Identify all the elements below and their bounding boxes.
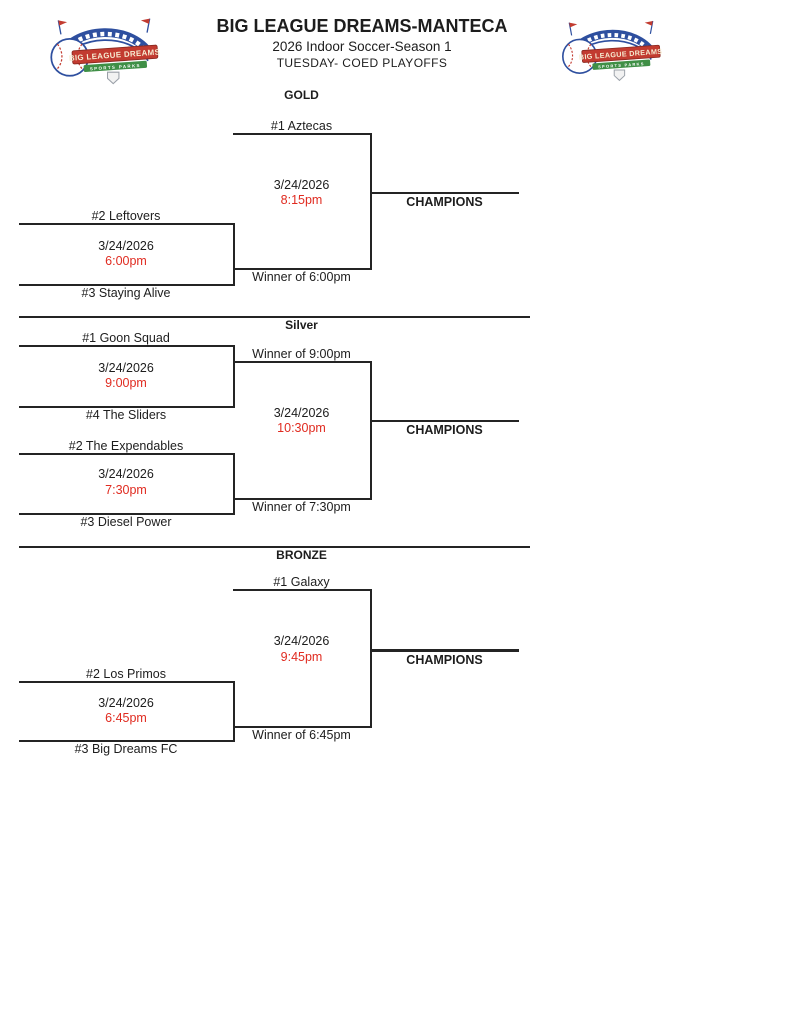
gold-champions-label: CHAMPIONS [406, 195, 483, 209]
gold-playin-top-team: #2 Leftovers [91, 209, 161, 223]
silver-semi-bottom-bottomline [19, 513, 235, 515]
silver-semi-bottom-vertical-line [233, 453, 235, 515]
gold-final-vertical-line [370, 133, 372, 270]
gold-playin-top-line [19, 223, 235, 225]
gold-winner-label: Winner of 6:00pm [252, 270, 351, 284]
gold-playin-bottom-line [19, 284, 235, 286]
division-label-gold: GOLD [284, 88, 319, 102]
silver-final-vertical-line [370, 361, 372, 500]
gold-playin-time: 6:00pm [105, 254, 147, 268]
silver-winner-top-line [233, 361, 372, 363]
bronze-champions-line [370, 649, 519, 652]
page-subtitle: 2026 Indoor Soccer-Season 1 [272, 39, 452, 54]
silver-semi-bottom-team1: #2 The Expendables [68, 439, 184, 453]
silver-semi-bottom-team2: #3 Diesel Power [80, 515, 172, 529]
division-label-silver: Silver [285, 318, 318, 332]
stadium-baseball-logo-icon: BIG LEAGUE DREAMS SPORTS PARKS [50, 18, 160, 85]
bronze-champions-label: CHAMPIONS [406, 653, 483, 667]
gold-champions-line [370, 192, 519, 194]
silver-champions-label: CHAMPIONS [406, 423, 483, 437]
bronze-playin-time: 6:45pm [105, 711, 147, 725]
logo-subtext: SPORTS PARKS [90, 63, 141, 72]
logo-subtext: SPORTS PARKS [598, 61, 645, 69]
bronze-winner-line [233, 726, 372, 728]
silver-semi-top-bottomline [19, 406, 235, 408]
silver-final-time: 10:30pm [277, 421, 326, 435]
bronze-final-top-team: #1 Galaxy [273, 575, 330, 589]
silver-semi-top-topline [19, 345, 235, 347]
gold-playin-vertical-line [233, 223, 235, 286]
silver-winner-bottom-label: Winner of 7:30pm [252, 500, 351, 514]
bronze-playin-top-line [19, 681, 235, 683]
silver-semi-top-vertical-line [233, 345, 235, 408]
gold-final-top-team: #1 Aztecas [270, 119, 333, 133]
gold-playin-bottom-team: #3 Staying Alive [81, 286, 171, 300]
silver-champions-line [370, 420, 519, 422]
gold-final-date: 3/24/2026 [273, 178, 330, 192]
bronze-winner-label: Winner of 6:45pm [252, 728, 351, 742]
silver-semi-top-time: 9:00pm [105, 376, 147, 390]
silver-winner-bottom-line [233, 498, 372, 500]
bronze-playin-date: 3/24/2026 [98, 696, 154, 710]
gold-playin-date: 3/24/2026 [98, 239, 154, 253]
gold-final-time: 8:15pm [280, 193, 323, 207]
bronze-final-time: 9:45pm [280, 650, 323, 664]
gold-winner-line [233, 268, 372, 270]
big-league-dreams-logo-right: BIG LEAGUE DREAMS SPORTS PARKS [558, 16, 664, 87]
silver-semi-bottom-time: 7:30pm [105, 483, 147, 497]
division-label-bronze: BRONZE [276, 548, 327, 562]
silver-final-date: 3/24/2026 [273, 406, 330, 420]
bronze-playin-bottom-team: #3 Big Dreams FC [74, 742, 178, 756]
divider-silver-bronze [19, 546, 530, 548]
bronze-final-date: 3/24/2026 [273, 634, 330, 648]
silver-semi-bottom-date: 3/24/2026 [98, 467, 154, 481]
bronze-playin-top-team: #2 Los Primos [86, 667, 166, 681]
bronze-final-vertical-line [370, 589, 372, 728]
silver-semi-top-team1: #1 Goon Squad [82, 331, 170, 345]
page-event-line: TUESDAY- COED PLAYOFFS [276, 56, 448, 70]
bronze-playin-vertical-line [233, 681, 235, 742]
divider-gold-silver [19, 316, 530, 318]
page-title: BIG LEAGUE DREAMS-MANTECA [216, 16, 508, 36]
silver-semi-top-date: 3/24/2026 [98, 361, 154, 375]
gold-final-top-line [233, 133, 372, 135]
silver-winner-top-label: Winner of 9:00pm [252, 347, 351, 361]
silver-semi-bottom-topline [19, 453, 235, 455]
big-league-dreams-logo-left: BIG LEAGUE DREAMS SPORTS PARKS [46, 13, 162, 91]
bronze-final-top-line [233, 589, 372, 591]
stadium-baseball-logo-icon: BIG LEAGUE DREAMS SPORTS PARKS [562, 20, 663, 82]
bronze-playin-bottom-line [19, 740, 235, 742]
silver-semi-top-team2: #4 The Sliders [85, 408, 167, 422]
